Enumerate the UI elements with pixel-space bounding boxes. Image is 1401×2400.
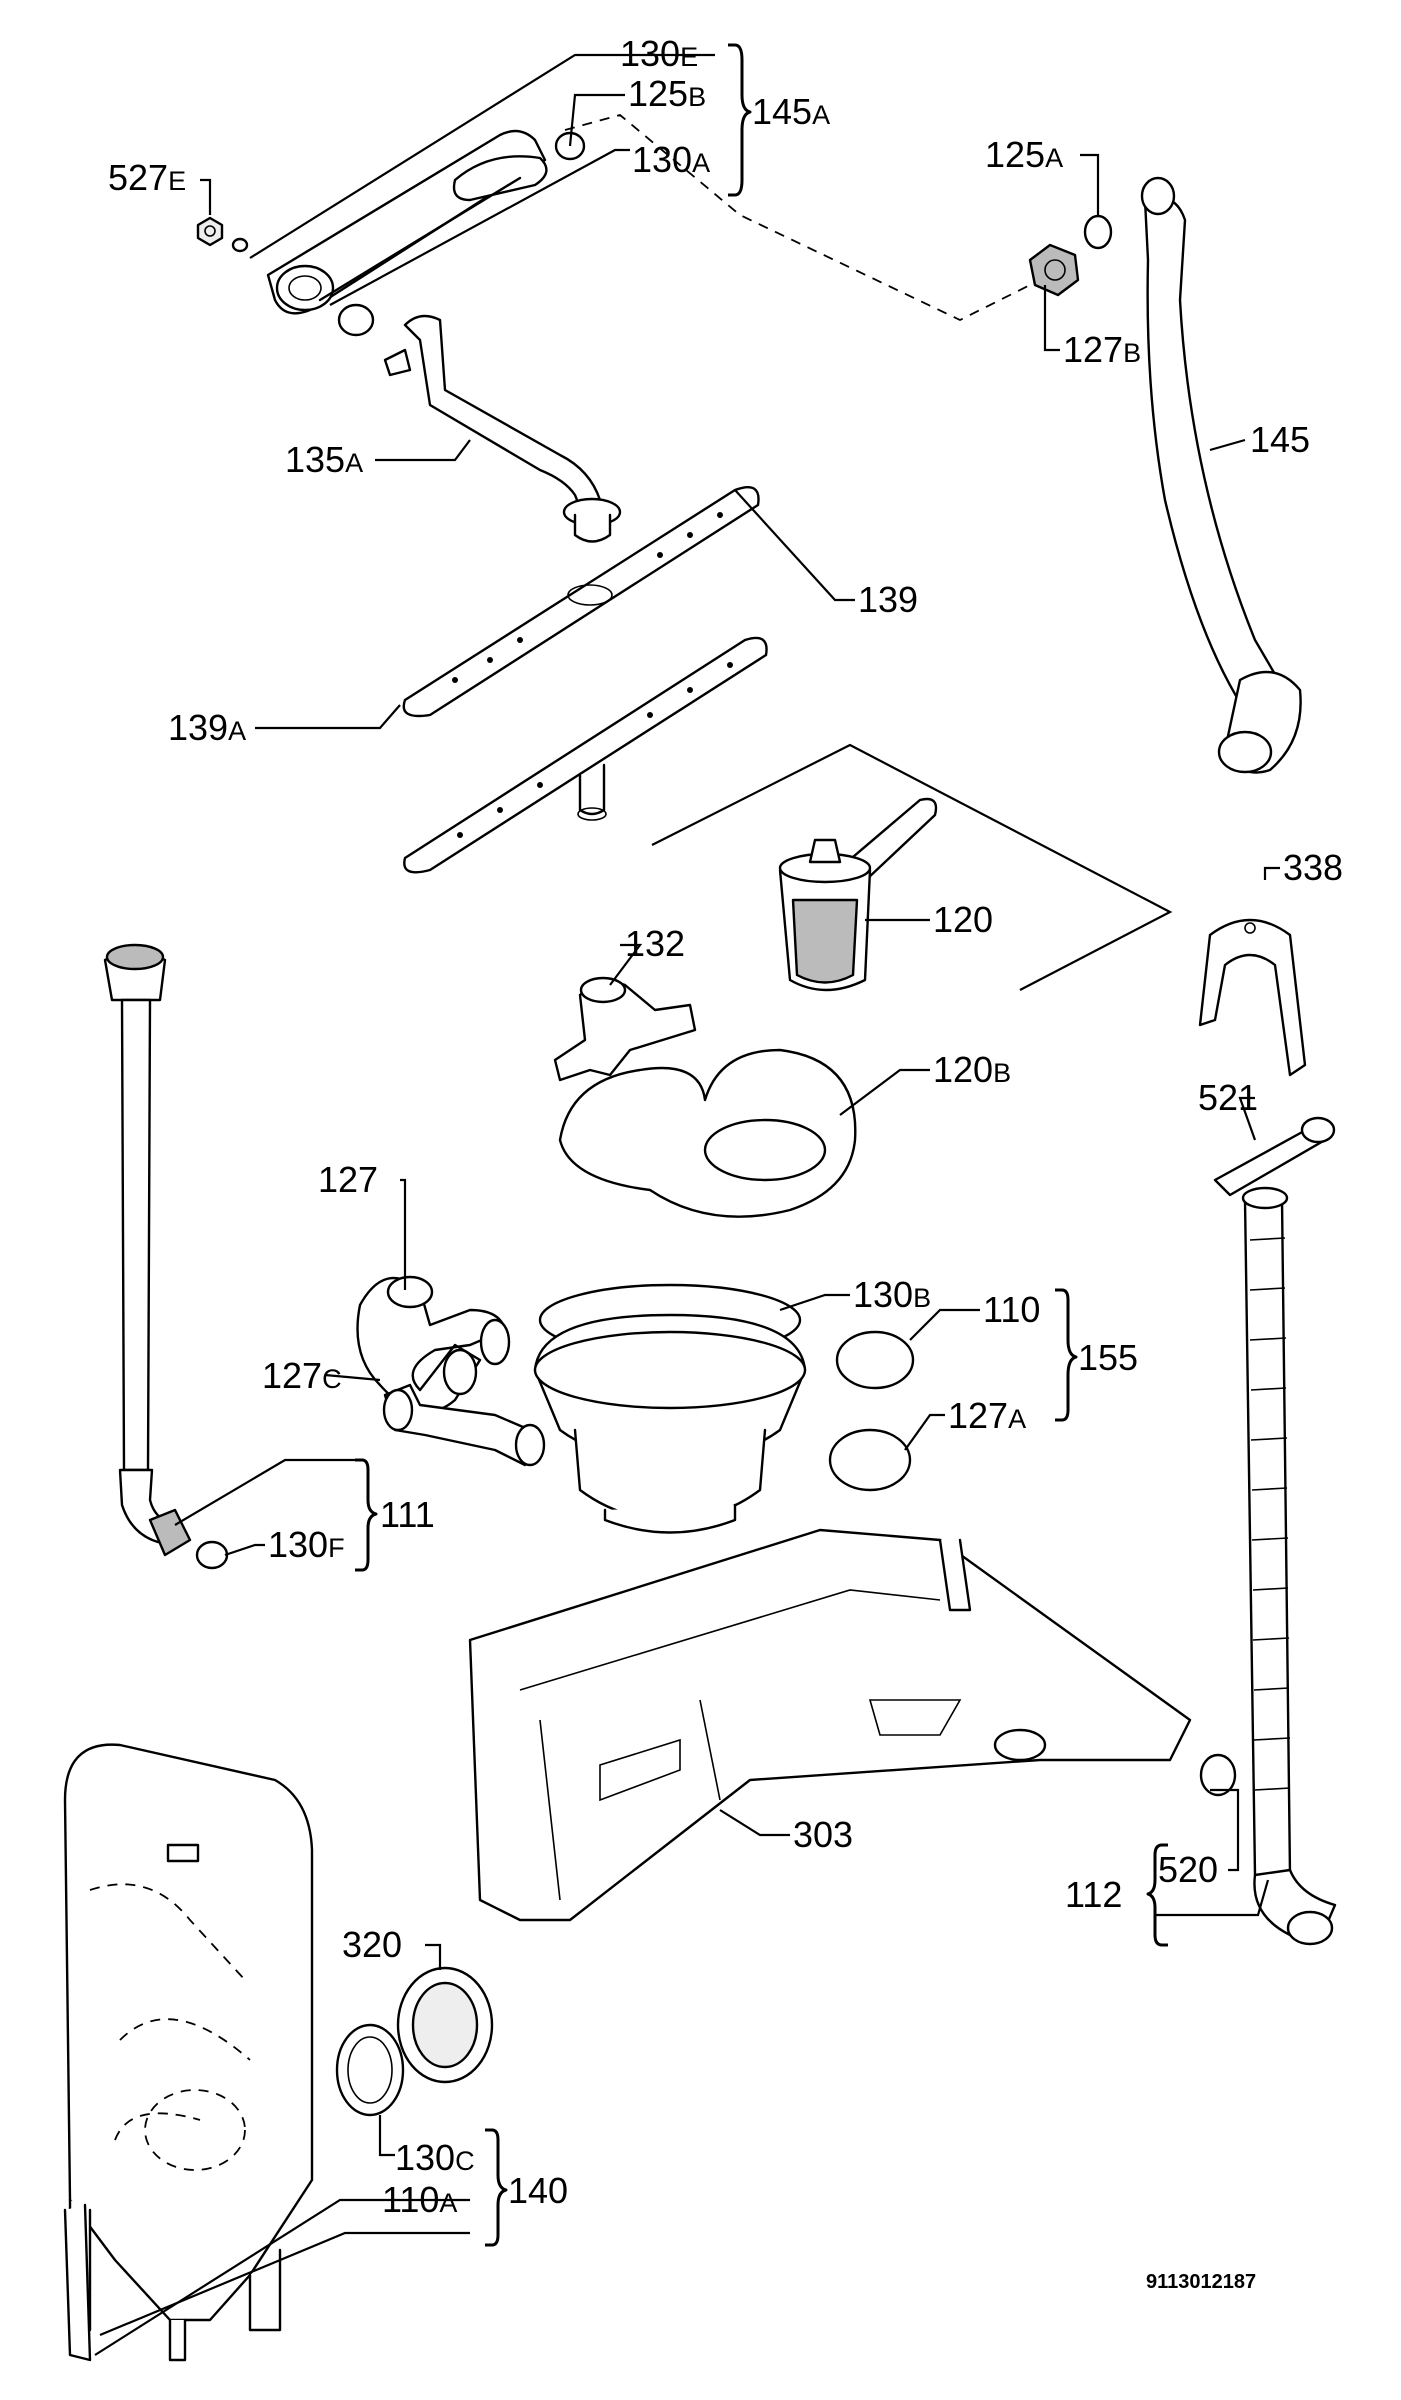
part-155-sump: [533, 1313, 807, 1534]
label-110a: 110A: [382, 2179, 457, 2220]
label-139: 139: [858, 579, 918, 620]
label-125a: 125A: [985, 134, 1063, 175]
filter-group-outline: [651, 743, 1173, 991]
brace-111: [355, 1458, 378, 1572]
part-120b-gasket: [558, 1048, 857, 1218]
label-127a: 127A: [948, 1395, 1026, 1436]
label-127: 127: [318, 1159, 378, 1200]
label-130a: 130A: [632, 139, 710, 180]
part-145-supply-pipe: [1140, 176, 1302, 774]
part-111-inlet-hose: [103, 943, 192, 1557]
label-130b: 130B: [853, 1274, 931, 1315]
part-320-seal: [396, 1966, 494, 2084]
part-130c-ring-inner: [347, 2036, 393, 2104]
label-320: 320: [342, 1924, 402, 1965]
part-520-grommet: [1199, 1753, 1237, 1797]
part-127-hose: [356, 1275, 511, 1414]
label-130e: 130E: [620, 33, 698, 74]
label-120: 120: [933, 899, 993, 940]
part-527e-nut: [196, 216, 224, 247]
part-125a-seal-ring: [1083, 214, 1113, 250]
label-112: 112: [1065, 1874, 1122, 1915]
part-145a-spray-pipe: [266, 129, 548, 315]
label-130f: 130F: [268, 1524, 345, 1565]
part-110-sleeve: [835, 1330, 915, 1390]
part-130a-o-ring: [337, 303, 375, 337]
label-527e: 527E: [108, 157, 186, 198]
part-139a-spray-arm: [402, 485, 760, 718]
label-132: 132: [625, 923, 685, 964]
part-127c-hose: [382, 1383, 546, 1467]
label-127b: 127B: [1063, 329, 1141, 370]
part-303-base: [468, 1528, 1192, 1922]
label-303: 303: [793, 1814, 853, 1855]
part-112-drain-hose: [1241, 1186, 1337, 1946]
label-127c: 127C: [262, 1355, 342, 1396]
label-111: 111: [380, 1494, 435, 1535]
label-135a: 135A: [285, 439, 363, 480]
label-125b: 125B: [628, 73, 706, 114]
part-132-valve: [553, 976, 697, 1082]
brace-140: [485, 2128, 508, 2247]
label-139a: 139A: [168, 707, 246, 748]
part-135a-riser-pipe: [383, 314, 622, 543]
part-130e-o-ring: [231, 237, 249, 253]
brace-112: [1146, 1843, 1168, 1947]
part-140-housing: [63, 1743, 314, 2362]
label-338: 338: [1283, 847, 1343, 888]
part-120-filter: [778, 797, 938, 992]
label-521: 521: [1198, 1077, 1258, 1118]
label-155: 155: [1078, 1337, 1138, 1378]
brace-145a: [728, 43, 752, 197]
part-139-spray-arm: [403, 636, 768, 874]
brace-155: [1055, 1288, 1078, 1422]
part-130f-seal: [195, 1540, 229, 1570]
label-110: 110: [983, 1289, 1040, 1330]
part-127a-sleeve: [828, 1428, 912, 1492]
label-145: 145: [1250, 419, 1310, 460]
part-338-clip: [1198, 918, 1307, 1077]
label-145a: 145A: [752, 91, 830, 132]
alignment-dashed-line: [564, 114, 1041, 322]
label-140: 140: [508, 2170, 568, 2211]
label-520: 520: [1158, 1849, 1218, 1890]
part-130c-ring: [335, 2023, 405, 2117]
label-130c: 130C: [395, 2137, 475, 2178]
part-127b-union-nut: [1028, 243, 1080, 297]
part-521-clamp: [1213, 1116, 1336, 1197]
leader-lines: [94, 53, 1280, 2356]
document-number: 9113012187: [1146, 2271, 1256, 2293]
label-120b: 120B: [933, 1049, 1011, 1090]
